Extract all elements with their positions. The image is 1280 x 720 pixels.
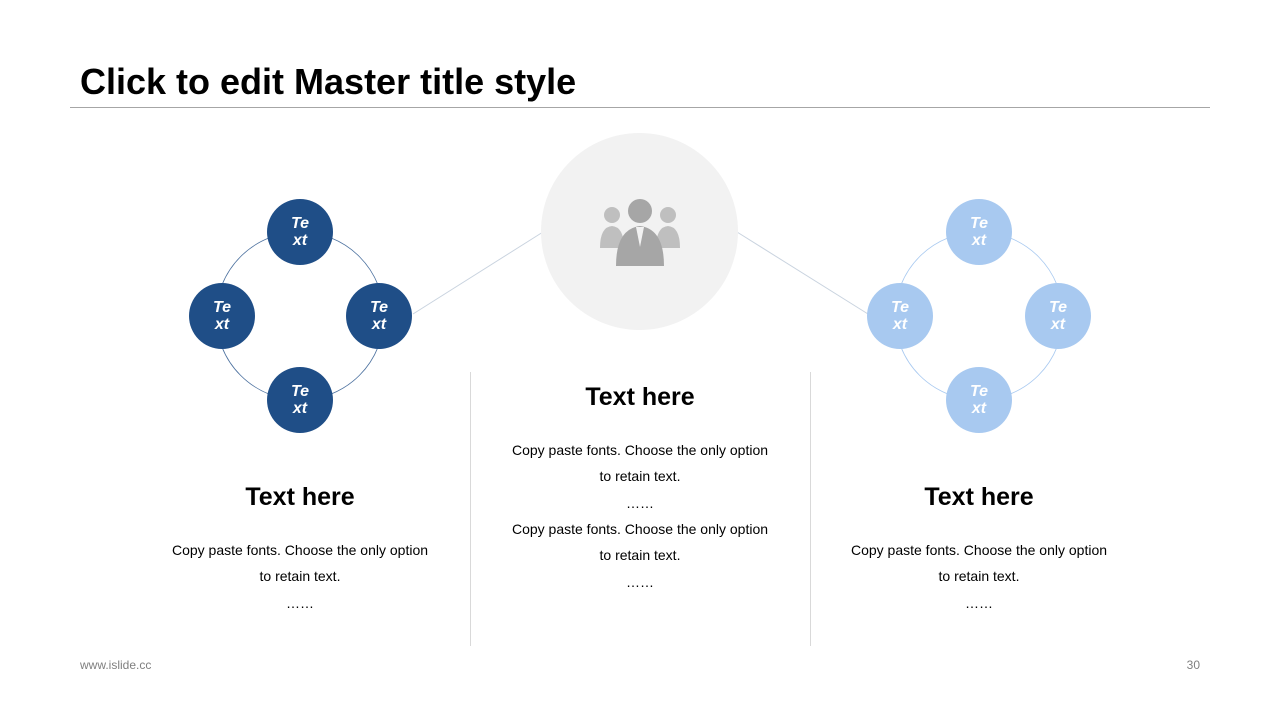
right-node-right[interactable]: Text — [1025, 283, 1091, 349]
right-node-top[interactable]: Text — [946, 199, 1012, 265]
center-column-line-1[interactable]: Copy paste fonts. Choose the only option — [511, 442, 769, 458]
center-column-line-4[interactable]: Copy paste fonts. Choose the only option — [511, 521, 769, 537]
left-node-bottom[interactable]: Text — [267, 367, 333, 433]
right-column-line-2[interactable]: to retain text. — [938, 568, 1020, 584]
left-column-line-1[interactable]: Copy paste fonts. Choose the only option — [171, 542, 429, 558]
right-column-ellipsis[interactable]: …… — [965, 595, 993, 611]
title-underline — [70, 107, 1210, 108]
page-number: 30 — [1186, 658, 1200, 672]
column-divider-left — [470, 372, 471, 646]
center-column-line-2[interactable]: to retain text. — [599, 468, 681, 484]
right-connector-line — [736, 231, 869, 315]
right-node-left[interactable]: Text — [867, 283, 933, 349]
footer-website: www.islide.cc — [80, 658, 152, 672]
left-connector-line — [412, 231, 544, 315]
left-column-ellipsis[interactable]: …… — [286, 595, 314, 611]
center-column-line-5[interactable]: to retain text. — [599, 547, 681, 563]
center-column-ellipsis-1[interactable]: …… — [626, 495, 654, 511]
center-column-heading[interactable]: Text here — [585, 383, 695, 411]
left-node-left[interactable]: Text — [189, 283, 255, 349]
left-node-right[interactable]: Text — [346, 283, 412, 349]
slide-title[interactable]: Click to edit Master title style — [80, 61, 577, 102]
left-column-heading[interactable]: Text here — [245, 483, 355, 511]
center-column-ellipsis-2[interactable]: …… — [626, 574, 654, 590]
right-column-line-1[interactable]: Copy paste fonts. Choose the only option — [850, 542, 1108, 558]
people-group-icon — [600, 199, 680, 266]
column-divider-right — [810, 372, 811, 646]
left-column-line-2[interactable]: to retain text. — [259, 568, 341, 584]
right-column-heading[interactable]: Text here — [924, 483, 1034, 511]
right-node-bottom[interactable]: Text — [946, 367, 1012, 433]
left-node-top[interactable]: Text — [267, 199, 333, 265]
